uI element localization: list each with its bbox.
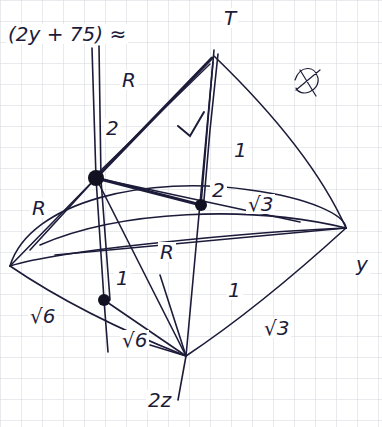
measure-label: 1 [226, 280, 243, 300]
measure-label: R [158, 242, 176, 262]
measure-label: R [30, 198, 48, 218]
measure-label: √3 [262, 318, 291, 338]
measure-label: 1 [232, 140, 249, 160]
measure-label: √6 [28, 306, 57, 326]
vertex-dot [195, 199, 207, 211]
measure-label: T [222, 8, 238, 28]
measure-label: √6 [120, 330, 149, 350]
measure-label: 1 [114, 268, 131, 288]
ink-lines [10, 46, 346, 400]
formula-note: (2y + 75) ≈ [6, 24, 128, 44]
measure-label: √3 [246, 194, 275, 214]
points [88, 170, 207, 306]
vertex-dot [88, 170, 104, 186]
vertex-dot [98, 294, 110, 306]
measure-label: 2z [146, 390, 173, 410]
measure-label: 2 [104, 118, 121, 138]
measure-label: y [354, 254, 370, 274]
measure-label: 2 [210, 180, 227, 200]
measure-label: R [120, 70, 138, 90]
